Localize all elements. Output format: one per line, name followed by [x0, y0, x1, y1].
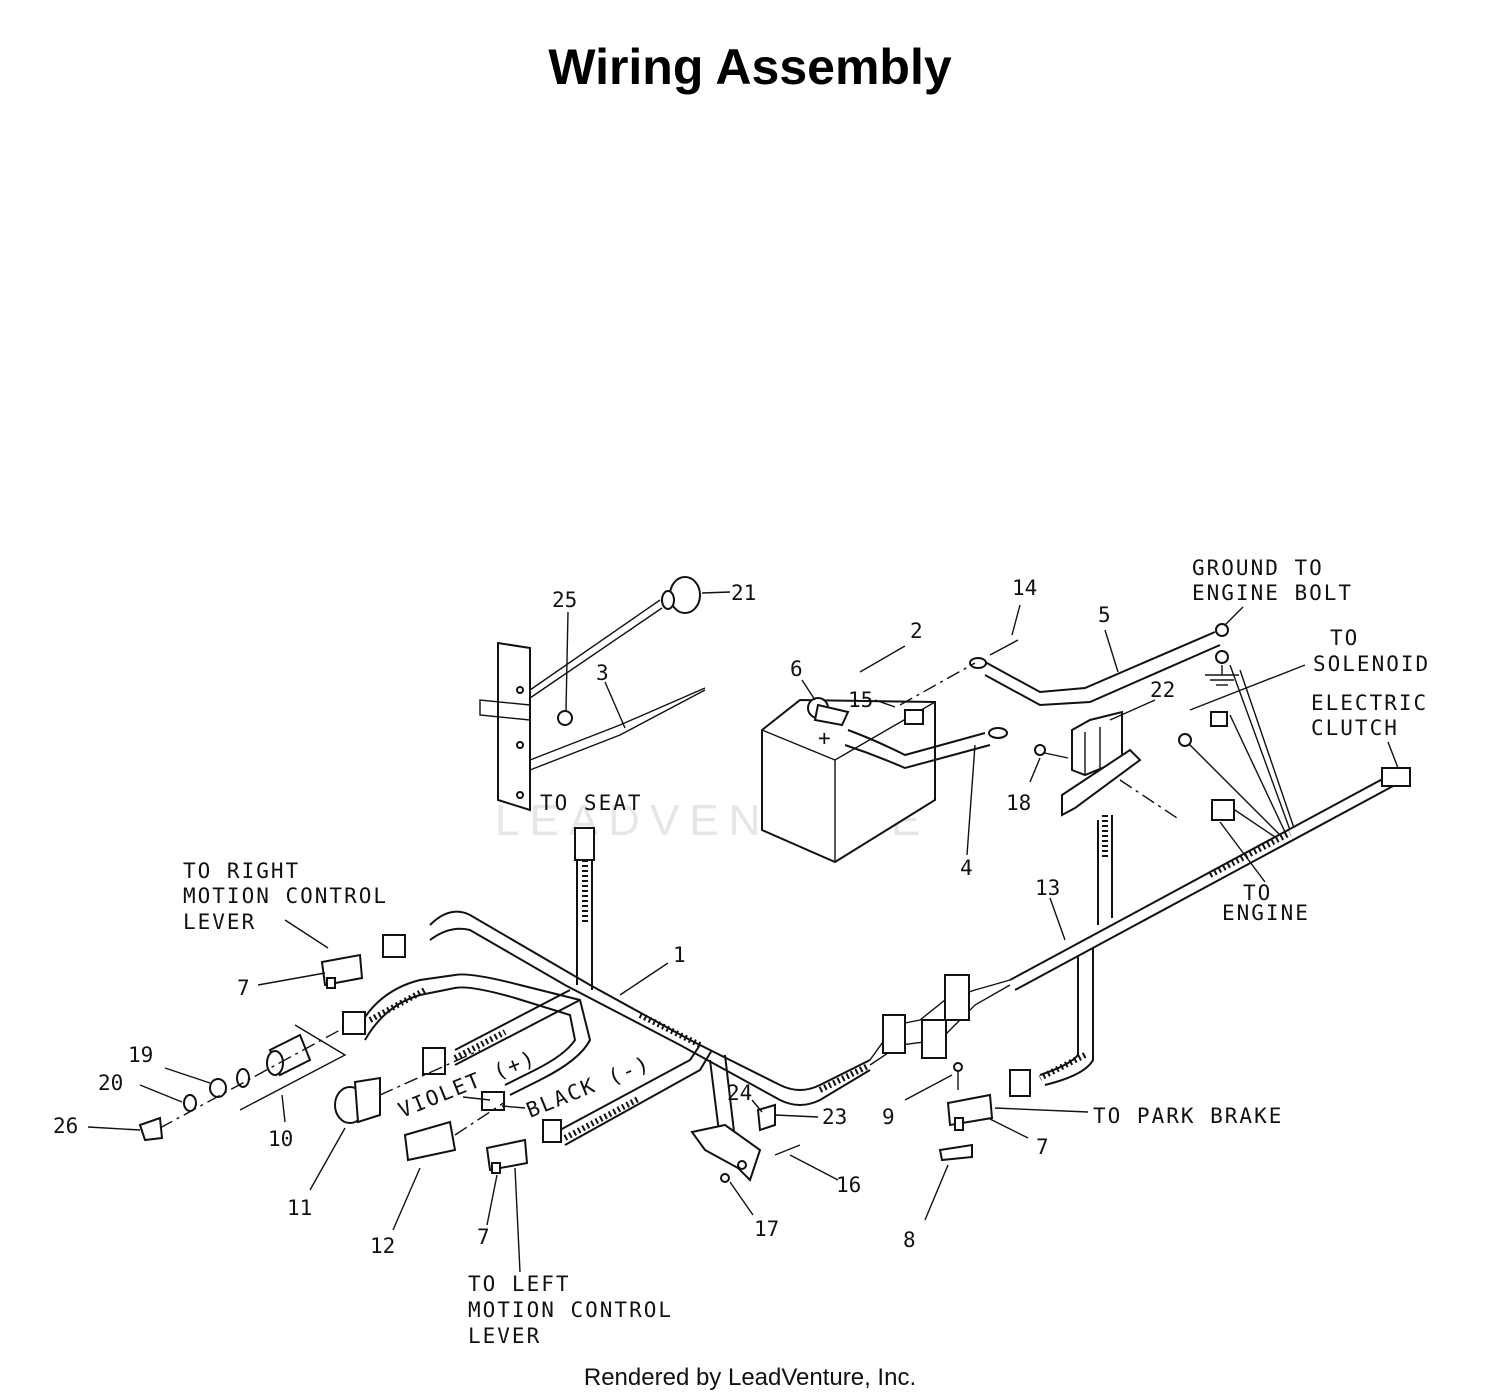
label-left-lever-3: LEVER	[468, 1324, 541, 1348]
callout-16: 16	[836, 1173, 861, 1197]
callout-numbers: 1 2 3 4 5 6 7 7 7 8 9 10 11 12 13 14 15 …	[53, 576, 1175, 1258]
connector-set	[342, 623, 1411, 1143]
callout-17: 17	[754, 1217, 779, 1241]
label-ground-1: GROUND TO	[1192, 556, 1324, 580]
callout-7c: 7	[1036, 1135, 1049, 1159]
relay-assembly	[1034, 710, 1181, 821]
page-title: Wiring Assembly	[548, 39, 952, 95]
callout-6: 6	[790, 657, 803, 681]
callout-8: 8	[903, 1228, 916, 1252]
label-engine-1: TO	[1243, 881, 1272, 905]
label-right-lever-1: TO RIGHT	[183, 859, 300, 883]
label-right-lever-3: LEVER	[183, 910, 256, 934]
label-left-lever-2: MOTION CONTROL	[468, 1298, 673, 1322]
label-park-brake: TO PARK BRAKE	[1093, 1104, 1283, 1128]
battery-cables	[844, 631, 1221, 770]
callout-18: 18	[1006, 791, 1031, 815]
callout-4: 4	[960, 856, 973, 880]
callout-5: 5	[1098, 603, 1111, 627]
callout-leaders	[87, 591, 1156, 1231]
footer-credit: Rendered by LeadVenture, Inc.	[583, 1364, 917, 1391]
callout-12: 12	[370, 1234, 395, 1258]
label-ground-2: ENGINE BOLT	[1192, 581, 1353, 605]
callout-14: 14	[1012, 576, 1037, 600]
svg-text:+: +	[818, 726, 831, 750]
label-clutch-2: CLUTCH	[1311, 716, 1399, 740]
label-left-lever-1: TO LEFT	[468, 1272, 571, 1296]
callout-11: 11	[287, 1196, 312, 1220]
callout-13: 13	[1035, 876, 1060, 900]
callout-1: 1	[673, 943, 686, 967]
hour-meter-and-lamp	[334, 1049, 506, 1162]
label-clutch-1: ELECTRIC	[1311, 691, 1428, 715]
label-violet: VIOLET (+)	[395, 1046, 540, 1123]
plunger-switches	[320, 953, 994, 1174]
callout-15: 15	[848, 688, 873, 712]
ignition-switch-parts	[138, 1024, 347, 1142]
callout-20: 20	[98, 1071, 123, 1095]
callout-26: 26	[53, 1114, 78, 1138]
label-leaders	[284, 606, 1399, 1273]
callout-9: 9	[882, 1105, 895, 1129]
callout-3: 3	[596, 661, 609, 685]
text-labels: GROUND TO ENGINE BOLT TO SOLENOID ELECTR…	[183, 556, 1430, 1348]
callout-2: 2	[910, 619, 923, 643]
label-solenoid-2: SOLENOID	[1313, 652, 1430, 676]
callout-25: 25	[552, 588, 577, 612]
callout-23: 23	[822, 1105, 847, 1129]
callout-10: 10	[268, 1127, 293, 1151]
label-engine-2: ENGINE	[1222, 901, 1310, 925]
battery: +	[761, 697, 936, 864]
lower-bracket	[690, 1103, 801, 1183]
label-seat: TO SEAT	[540, 791, 643, 815]
callout-24: 24	[727, 1081, 752, 1105]
callout-22: 22	[1150, 678, 1175, 702]
label-solenoid-1: TO	[1330, 626, 1359, 650]
label-black: BLACK (-)	[523, 1051, 654, 1123]
callout-19: 19	[128, 1043, 153, 1067]
callout-7b: 7	[477, 1225, 490, 1249]
label-right-lever-2: MOTION CONTROL	[183, 884, 388, 908]
main-harness	[359, 664, 1396, 1146]
ground-symbol	[1205, 665, 1239, 686]
callout-21: 21	[731, 581, 756, 605]
seat-bracket	[479, 576, 706, 812]
seat-connector	[574, 827, 595, 861]
callout-7a: 7	[237, 976, 250, 1000]
